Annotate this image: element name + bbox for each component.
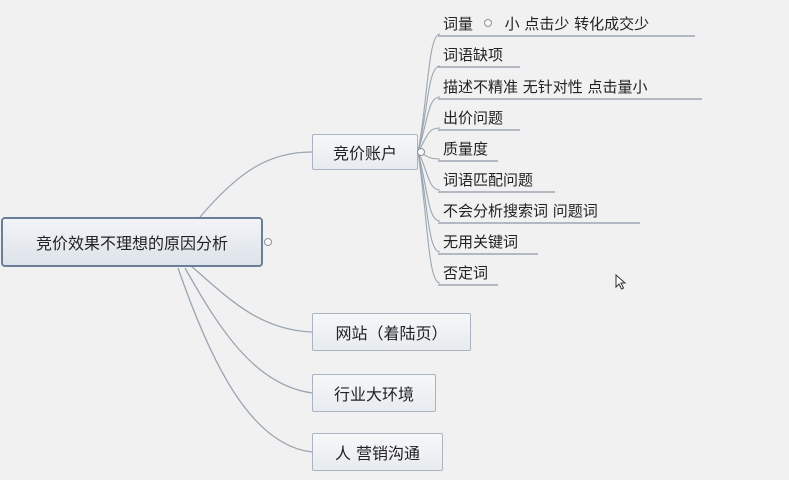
leaf-missing-words-label: 词语缺项 — [443, 46, 504, 64]
leaf-quality-score[interactable]: 质量度 — [443, 139, 488, 161]
leaf-search-terms[interactable]: 不会分析搜索词 问题词 — [443, 201, 598, 223]
branch-account[interactable]: 竞价账户 — [312, 134, 418, 170]
link-leaf-9 — [417, 151, 441, 284]
arrow-cursor-icon — [615, 274, 627, 290]
branch-people-label: 人 营销沟通 — [334, 444, 421, 463]
branch-account-label: 竞价账户 — [332, 144, 397, 163]
root-topic[interactable]: 竞价效果不理想的原因分析 — [1, 217, 263, 267]
branch-website[interactable]: 网站（着陆页） — [312, 313, 471, 351]
leaf-negative-words-label: 否定词 — [443, 264, 489, 282]
leaf-useless-keywords[interactable]: 无用关键词 — [443, 232, 518, 254]
leaf-quality-score-label: 质量度 — [443, 140, 489, 158]
leaf-bid-issue[interactable]: 出价问题 — [443, 108, 503, 130]
link-root-website — [189, 264, 313, 333]
link-leaf-7 — [417, 151, 441, 222]
link-leaf-1 — [417, 33, 441, 153]
link-leaf-3 — [417, 96, 441, 153]
leaf-negative-words[interactable]: 否定词 — [443, 263, 488, 285]
leaf-description[interactable]: 描述不精准 无针对性 点击量小 — [443, 77, 648, 99]
link-root-account — [199, 151, 313, 218]
link-leaf-2 — [417, 65, 441, 153]
leaf-description-label: 描述不精准 无针对性 点击量小 — [443, 78, 648, 96]
leaf-word-volume[interactable]: 词量 小 点击少 转化成交少 — [443, 14, 649, 36]
branch-industry-label: 行业大环境 — [333, 385, 414, 404]
link-root-people — [177, 267, 313, 453]
link-leaf-6 — [417, 151, 441, 191]
leaf-bid-issue-label: 出价问题 — [443, 109, 504, 127]
link-leaf-8 — [417, 151, 441, 253]
leaf-word-volume-label: 词量 — [443, 15, 474, 33]
collapse-toggle-icon[interactable] — [417, 148, 425, 156]
branch-industry[interactable]: 行业大环境 — [312, 374, 436, 412]
leaf-useless-keywords-label: 无用关键词 — [443, 233, 519, 251]
link-root-industry — [184, 267, 313, 394]
root-topic-label: 竞价效果不理想的原因分析 — [35, 234, 228, 253]
leaf-missing-words[interactable]: 词语缺项 — [443, 45, 503, 67]
collapse-toggle-icon[interactable] — [483, 19, 492, 27]
collapse-toggle-icon[interactable] — [264, 238, 272, 246]
branch-website-label: 网站（着陆页） — [335, 324, 448, 343]
branch-people[interactable]: 人 营销沟通 — [312, 433, 443, 471]
leaf-word-volume-note: 小 点击少 转化成交少 — [504, 15, 650, 33]
leaf-search-terms-label: 不会分析搜索词 问题词 — [443, 202, 598, 220]
leaf-match-issue[interactable]: 词语匹配问题 — [443, 170, 533, 192]
leaf-match-issue-label: 词语匹配问题 — [443, 171, 534, 189]
